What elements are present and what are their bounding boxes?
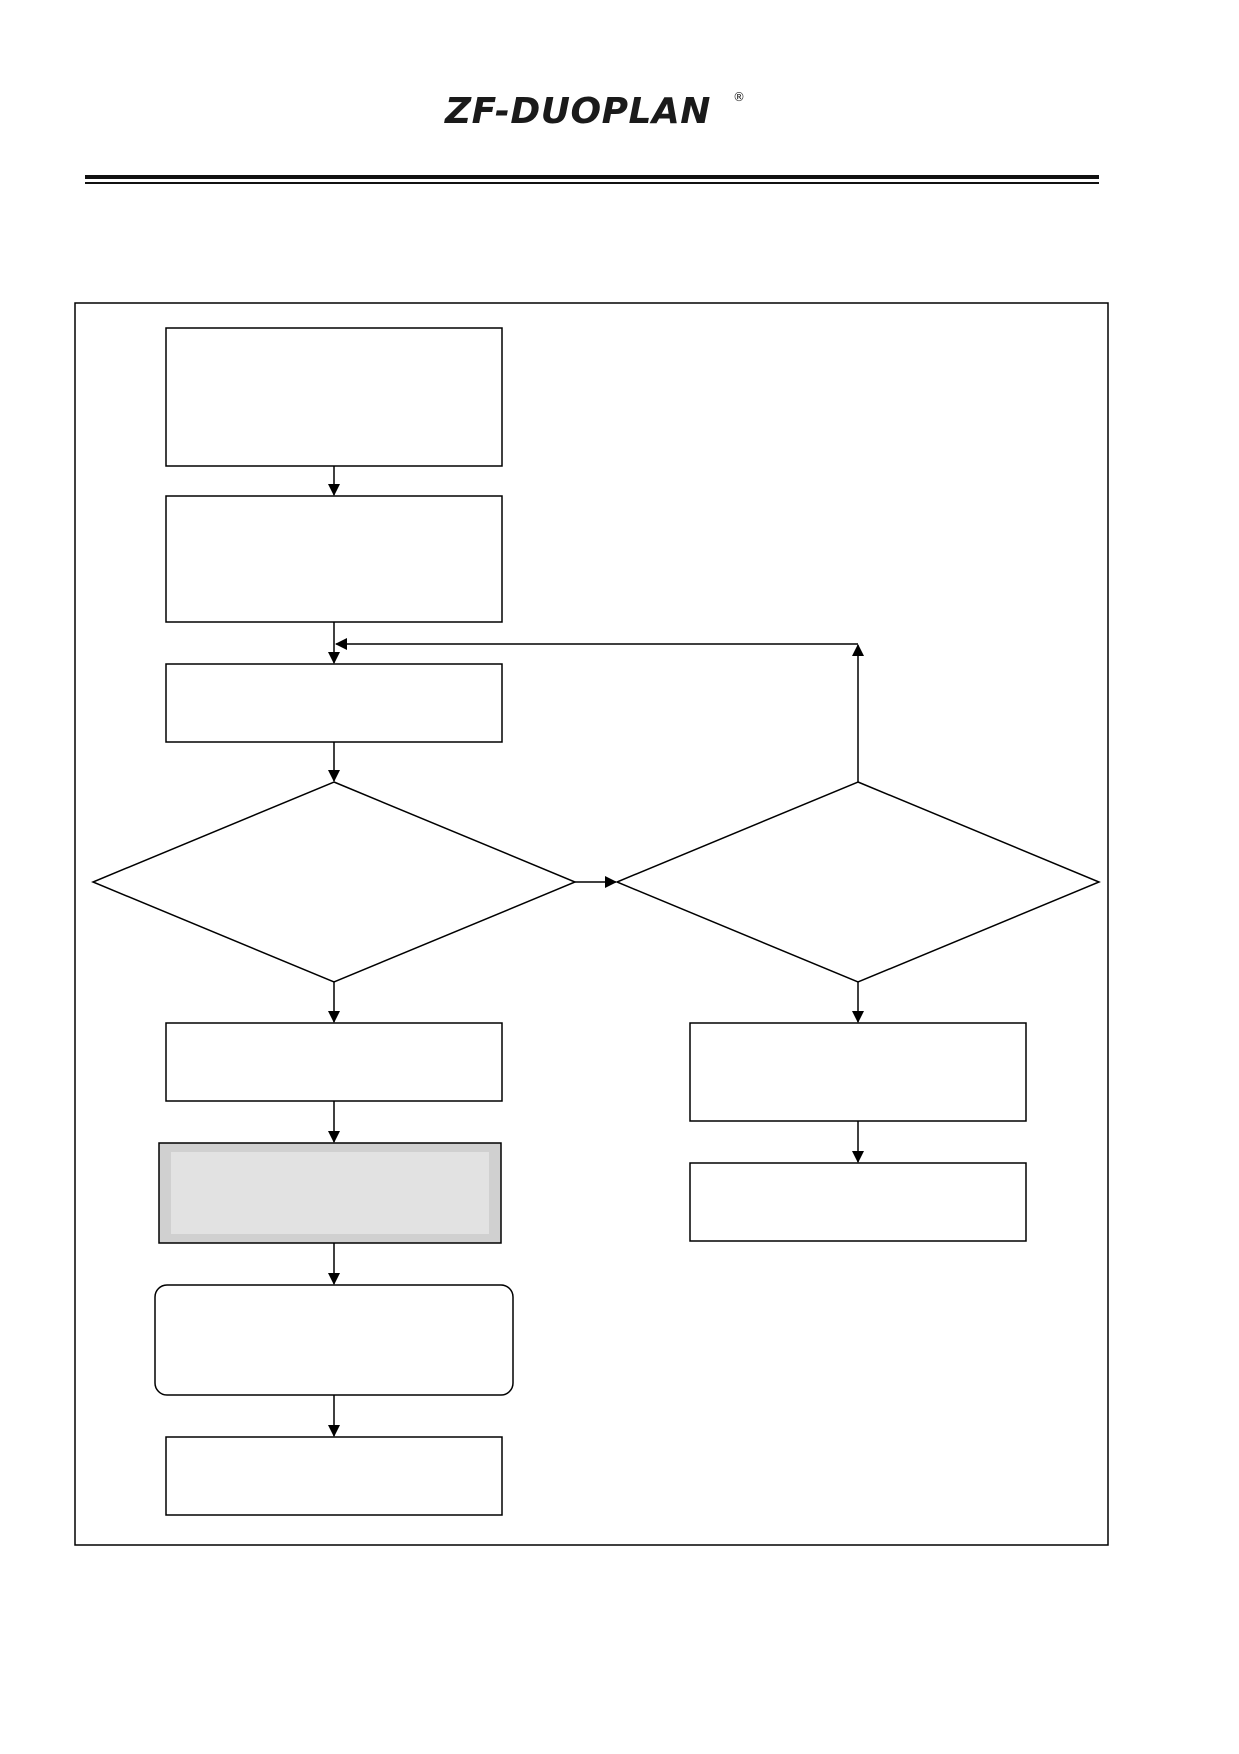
flow-node-box-2 [165, 495, 503, 623]
flow-node-box-1 [165, 327, 503, 467]
flow-node-box-8 [689, 1022, 1027, 1122]
flow-node-box-3 [165, 663, 503, 743]
flow-node-decision-1 [91, 781, 577, 983]
brand-name: ZF-DUOPLAN [445, 91, 711, 132]
flow-node-decision-2 [615, 781, 1101, 983]
flow-node-box-6 [154, 1284, 514, 1396]
flow-node-box-4 [165, 1022, 503, 1102]
flow-node-box-9 [689, 1162, 1027, 1242]
brand-logo: ZF-DUOPLAN ® [445, 90, 785, 132]
diagram-frame [74, 302, 1109, 1546]
header-rule-thin [85, 182, 1099, 184]
header-rule-thick [85, 175, 1099, 179]
flow-node-box-7 [165, 1436, 503, 1516]
registered-mark: ® [733, 90, 745, 104]
flow-node-box-5 [158, 1142, 502, 1244]
